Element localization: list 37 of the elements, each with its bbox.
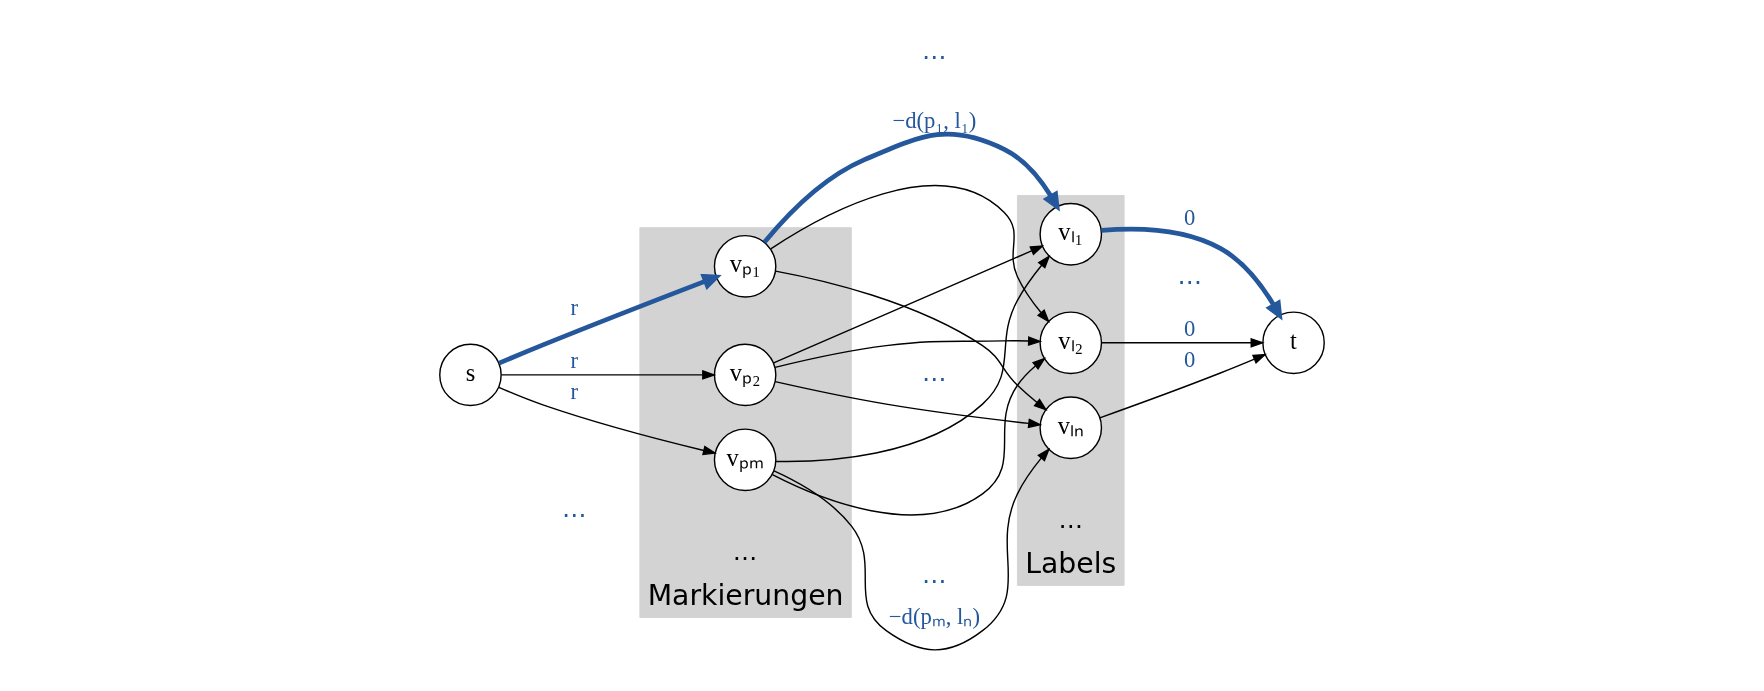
node-circle: vₚₘ xyxy=(713,428,777,492)
arrow xyxy=(775,254,1051,463)
node-circle: vₚ₁ xyxy=(713,234,777,298)
edge-label: r xyxy=(570,348,579,374)
label: … xyxy=(922,357,947,387)
edge-label: 0 xyxy=(1184,346,1196,372)
arrow xyxy=(762,131,1060,244)
arrow xyxy=(1099,353,1267,419)
label: … xyxy=(562,493,587,523)
arrow xyxy=(774,336,1043,369)
arrow xyxy=(774,270,1048,412)
arrow xyxy=(498,273,722,366)
arrow xyxy=(772,245,1045,364)
node-circle: vₚ₂ xyxy=(713,343,777,407)
label: … xyxy=(1177,260,1202,290)
label: … xyxy=(732,537,758,567)
arrow xyxy=(1100,337,1265,348)
edge-label: r xyxy=(570,294,579,320)
arrow xyxy=(770,185,1050,323)
arrow xyxy=(1101,226,1283,321)
arrow xyxy=(500,369,717,380)
node-circle: s xyxy=(439,343,502,407)
arrow xyxy=(773,447,1051,651)
arrow xyxy=(498,386,717,456)
arrow xyxy=(771,357,1047,516)
node-circle: t xyxy=(1262,311,1325,375)
edge-label: −d(pₘ, lₙ) xyxy=(888,604,980,630)
edge-label: −d(p₁, l₁) xyxy=(892,107,977,133)
label: … xyxy=(1058,505,1084,535)
edge-label: r xyxy=(570,378,579,404)
label: … xyxy=(922,559,947,589)
edge-label: 0 xyxy=(1184,316,1196,342)
label: … xyxy=(922,35,947,65)
arrow xyxy=(774,380,1043,429)
node-circle: vₗ₂ xyxy=(1039,311,1103,375)
edge-label: 0 xyxy=(1184,204,1196,230)
node-circle: vₗ₁ xyxy=(1039,202,1103,266)
